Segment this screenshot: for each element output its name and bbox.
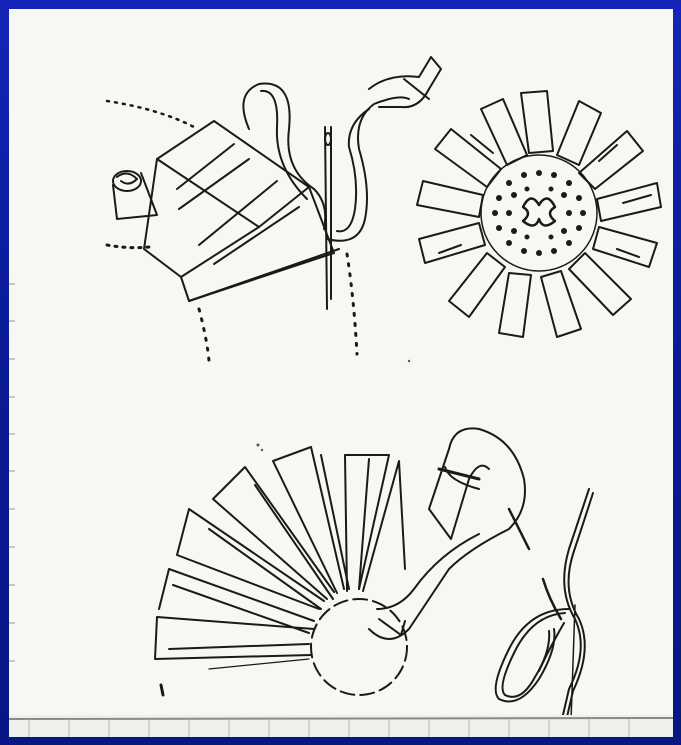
paper-grid-strip [9, 715, 673, 737]
ribbon-flower-illustration [417, 91, 661, 337]
needle-thread-illustration [496, 489, 593, 721]
ribbon-fold-illustration [107, 57, 441, 361]
illustration-sheet [9, 9, 673, 737]
slide-canvas [9, 9, 673, 737]
ribbon-fan-illustration [155, 428, 529, 695]
